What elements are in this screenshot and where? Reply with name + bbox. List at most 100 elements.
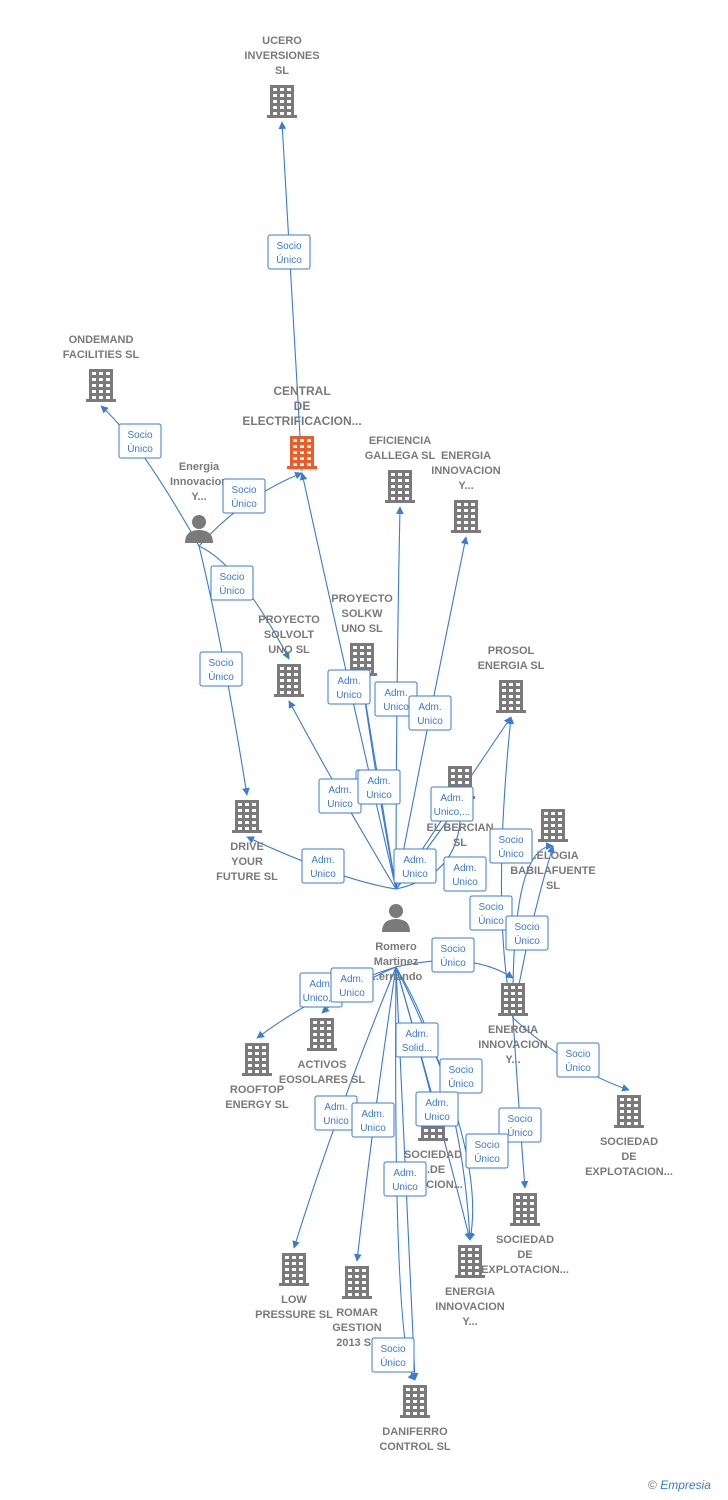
node-label: ENERGY SL — [225, 1099, 289, 1111]
node-label: Romero — [375, 941, 417, 953]
edge-label-text: Único — [440, 956, 466, 969]
edge-label-box — [439, 1058, 483, 1094]
edge-label-text: Unico — [424, 1112, 450, 1123]
edge-label-text: Único — [478, 914, 504, 927]
edge-label-text: Adm. — [361, 1109, 384, 1120]
edge-label[interactable]: Adm.Unico — [408, 695, 452, 731]
node-rooftop[interactable]: ROOFTOP ENERGY SL — [225, 1043, 289, 1111]
node-label: Y... — [191, 491, 206, 503]
building-icon — [242, 1043, 272, 1076]
edge-label[interactable]: Adm.Unico — [327, 669, 371, 705]
edge-label[interactable]: Adm.Unico — [351, 1102, 395, 1138]
node-energia_person[interactable]: EnergiaInnovacionY... — [170, 461, 228, 543]
edge-label[interactable]: Adm.Solid... — [395, 1022, 439, 1058]
edge-label[interactable]: Adm.Unico — [301, 848, 345, 884]
edge-label-box — [210, 565, 254, 601]
edge-label-box — [505, 915, 549, 951]
edge-label-text: Socio — [514, 922, 539, 933]
edge-label-text: Único — [498, 847, 524, 860]
building-icon — [455, 1245, 485, 1278]
edge-label-text: Socio — [448, 1065, 473, 1076]
edge-label-box — [118, 423, 162, 459]
node-sociedad_right[interactable]: SOCIEDADDEEXPLOTACION... — [585, 1095, 673, 1178]
node-label: PROYECTO — [331, 593, 393, 605]
building-icon — [274, 664, 304, 697]
edge-label-text: Adm. — [337, 676, 360, 687]
edge-label-box — [351, 1102, 395, 1138]
node-central[interactable]: CENTRALDEELECTRIFICACION... — [242, 384, 362, 469]
edge-label[interactable]: Adm.Unico — [318, 778, 362, 814]
edge-label-text: Adm. — [384, 688, 407, 699]
credit[interactable]: © Empresia — [648, 1478, 711, 1492]
node-label: Y... — [458, 480, 473, 492]
node-energia_low[interactable]: ENERGIAINNOVACIONY... — [435, 1245, 505, 1328]
edge-label-box — [408, 695, 452, 731]
edge-label-text: Adm. — [324, 1102, 347, 1113]
node-label: ENERGIA — [445, 1286, 495, 1298]
edge-label-box — [431, 937, 475, 973]
node-label: SOCIEDAD — [496, 1234, 554, 1246]
edge-label-text: Socio — [498, 835, 523, 846]
edge-label-box — [199, 651, 243, 687]
node-label: DE — [517, 1249, 532, 1261]
edge-label[interactable]: Adm.Unico — [393, 848, 437, 884]
node-label: ...DE — [421, 1164, 445, 1176]
node-energia_top[interactable]: ENERGIAINNOVACIONY... — [431, 450, 501, 533]
edge-label[interactable]: Adm.Unico — [314, 1095, 358, 1131]
node-label: SL — [453, 837, 467, 849]
node-label: EOSOLARES SL — [279, 1074, 365, 1086]
node-label: LOW — [281, 1294, 307, 1306]
edge-label-text: Unico — [417, 716, 443, 727]
edge-label[interactable]: Adm.Unico — [330, 967, 374, 1003]
edge-label[interactable]: Adm.Unico,... — [430, 786, 474, 822]
edge-label-box — [415, 1091, 459, 1127]
edge-label-box — [357, 769, 401, 805]
edge-label-box — [327, 669, 371, 705]
node-sociedad_low[interactable]: SOCIEDADDEEXPLOTACION... — [481, 1193, 569, 1276]
node-label: SOLVOLT — [264, 629, 315, 641]
edge-label[interactable]: Adm.Unico — [383, 1161, 427, 1197]
node-label: ...ELOGIA — [527, 850, 578, 862]
node-label: PROSOL — [488, 645, 535, 657]
node-label: Innovacion — [170, 476, 228, 488]
node-energia_mid[interactable]: ENERGIAINNOVACIONY... — [478, 983, 548, 1066]
edge-label-text: Unico — [383, 702, 409, 713]
node-label: UCERO — [262, 35, 302, 47]
building-icon — [614, 1095, 644, 1128]
edge-label-text: Adm. — [453, 863, 476, 874]
node-label: ROOFTOP — [230, 1084, 284, 1096]
edge-label[interactable]: Adm.Unico — [357, 769, 401, 805]
edge-label[interactable]: Adm.Unico — [443, 856, 487, 892]
edge-label[interactable]: Adm.Unico — [415, 1091, 459, 1127]
node-label: INNOVACION — [431, 465, 501, 477]
edge-label-text: Socio — [478, 902, 503, 913]
edge-label-text: Socio — [380, 1344, 405, 1355]
